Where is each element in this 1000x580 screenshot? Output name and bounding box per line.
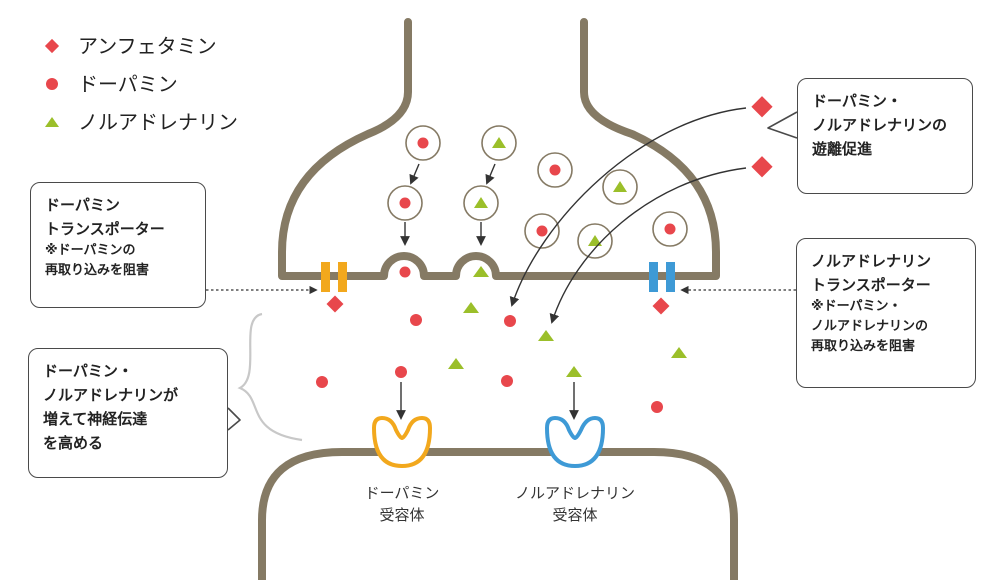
- callout-dopamine-transporter: ドーパミン トランスポーター ※ドーパミンの 再取り込みを阻害: [30, 182, 206, 308]
- triangle-icon: [45, 117, 59, 127]
- receptor-label-line: ノルアドレナリン: [514, 484, 635, 502]
- norad-transporter: [649, 262, 675, 292]
- presynaptic-neuron: [278, 18, 720, 280]
- callout-tails: [227, 111, 798, 431]
- callout-note: 再取り込みを阻害: [45, 263, 150, 278]
- legend-item-amphetamine: アンフェタミン: [44, 32, 238, 70]
- callout-note: ※ドーパミン・: [811, 299, 902, 314]
- receptor-label-line: 受容体: [552, 506, 598, 524]
- dopamine-receptor-label: ドーパミン 受容体: [342, 482, 462, 526]
- dopamine-molecules: [316, 266, 663, 413]
- vesicle-norad: [474, 137, 627, 246]
- vesicles: [387, 125, 688, 259]
- diamond-icon: [44, 38, 60, 54]
- callout-line: ドーパミン・: [43, 362, 133, 380]
- postsynaptic-neuron: [258, 448, 738, 580]
- norad-receptor-label: ノルアドレナリン 受容体: [500, 482, 650, 526]
- callout-line: を高める: [43, 434, 104, 452]
- callout-line: 遊離促進: [812, 140, 873, 158]
- legend-label: ノルアドレナリン: [78, 110, 238, 134]
- callout-line: トランスポーター: [45, 220, 165, 238]
- callout-line: トランスポーター: [811, 276, 931, 294]
- callout-line: 増えて神経伝達: [43, 410, 148, 428]
- callout-line: ドーパミン: [45, 196, 120, 214]
- dopamine-receptor: [372, 416, 432, 468]
- callout-note: 再取り込みを阻害: [811, 339, 916, 354]
- callout-line: ノルアドレナリンの: [812, 116, 948, 134]
- callout-line: ドーパミン・: [812, 92, 902, 110]
- norad-receptor: [545, 416, 605, 468]
- callout-effect: ドーパミン・ ノルアドレナリンが 増えて神経伝達 を高める: [28, 348, 228, 478]
- callout-line: ノルアドレナリンが: [43, 386, 179, 404]
- callout-norad-transporter: ノルアドレナリン トランスポーター ※ドーパミン・ ノルアドレナリンの 再取り込…: [796, 238, 976, 388]
- legend-item-dopamine: ドーパミン: [44, 70, 238, 108]
- legend-item-noradrenaline: ノルアドレナリン: [44, 108, 238, 146]
- receptor-label-line: 受容体: [379, 506, 425, 524]
- dopamine-transporter: [321, 262, 347, 292]
- legend: アンフェタミン ドーパミン ノルアドレナリン: [44, 32, 238, 146]
- norad-molecules: [448, 266, 687, 377]
- callout-line: ノルアドレナリン: [811, 252, 932, 270]
- amphetamine-molecules: [326, 96, 773, 315]
- circle-icon: [46, 78, 58, 90]
- release-arrows: [396, 107, 747, 420]
- callout-note: ※ドーパミンの: [45, 243, 136, 258]
- legend-label: アンフェタミン: [78, 34, 217, 58]
- vesicle-dopamine: [399, 137, 676, 237]
- callout-note: ノルアドレナリンの: [811, 319, 929, 334]
- callout-release: ドーパミン・ ノルアドレナリンの 遊離促進: [797, 78, 973, 194]
- brace: [237, 312, 303, 442]
- legend-label: ドーパミン: [78, 72, 178, 96]
- receptor-label-line: ドーパミン: [364, 484, 440, 502]
